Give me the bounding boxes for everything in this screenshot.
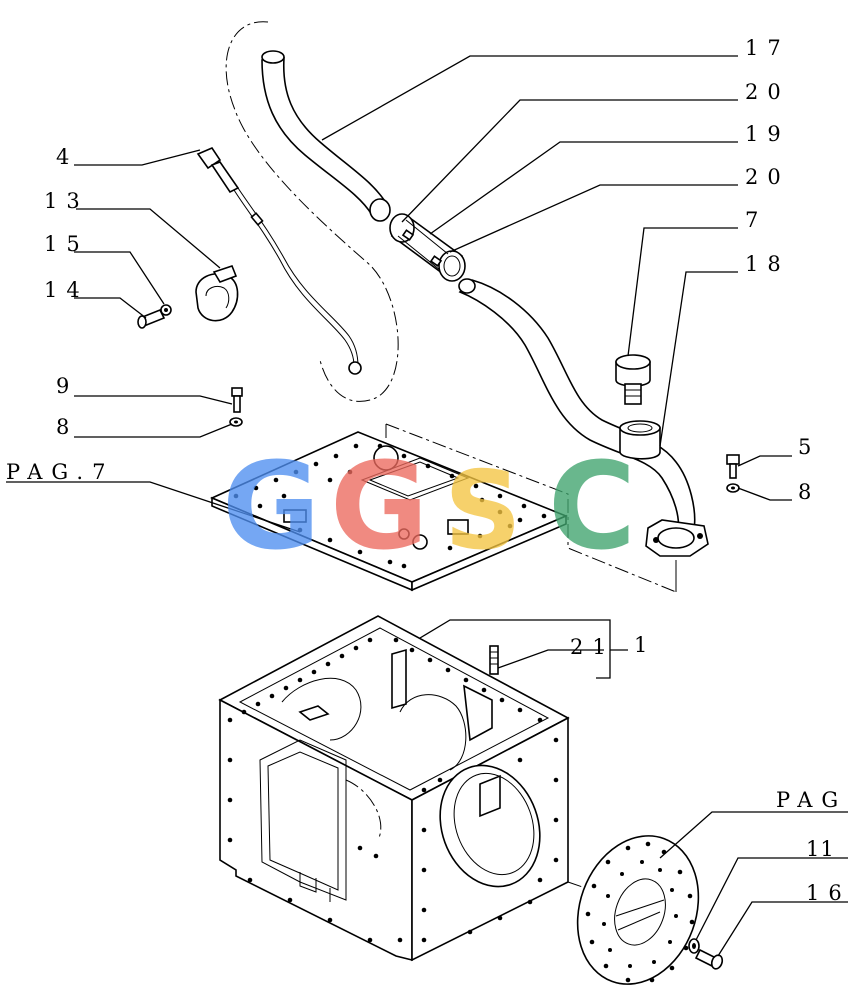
washer-8b bbox=[726, 483, 740, 493]
callout-20b: 20 bbox=[745, 165, 790, 189]
coupling-19-20 bbox=[389, 213, 466, 282]
callout-pag-7: PAG.7 bbox=[6, 460, 114, 484]
callout-21: 21 bbox=[570, 635, 615, 659]
transmission-housing-1 bbox=[218, 615, 621, 962]
cover-plate bbox=[209, 431, 569, 592]
callout-1: 1 bbox=[634, 633, 656, 657]
screw-9 bbox=[231, 387, 243, 413]
dipstick-4 bbox=[196, 147, 362, 375]
screw-5 bbox=[726, 454, 740, 479]
washer-8a bbox=[229, 417, 243, 427]
washer-11 bbox=[688, 938, 700, 954]
stud-21 bbox=[489, 645, 499, 675]
callout-15: 15 bbox=[44, 232, 89, 256]
watermark-letter-1: G bbox=[222, 438, 321, 577]
ggsc-watermark: G G S C bbox=[222, 438, 636, 577]
callout-pag: PAG bbox=[776, 788, 847, 812]
watermark-letter-3: S bbox=[444, 449, 522, 574]
leader-lines bbox=[6, 55, 848, 957]
plug-7 bbox=[615, 354, 651, 405]
callout-14: 14 bbox=[44, 278, 89, 302]
callout-4: 4 bbox=[56, 145, 78, 169]
callout-11: 11 bbox=[806, 837, 835, 861]
callout-13: 13 bbox=[44, 189, 89, 213]
callout-19: 19 bbox=[745, 122, 790, 146]
hose-17 bbox=[261, 50, 391, 222]
hose-18 bbox=[458, 278, 709, 557]
callout-8a: 8 bbox=[56, 415, 78, 439]
watermark-letter-4: C bbox=[548, 438, 636, 577]
callout-9: 9 bbox=[56, 374, 78, 398]
callout-5: 5 bbox=[798, 435, 820, 459]
brake-disc-cover bbox=[576, 835, 700, 985]
callout-20a: 20 bbox=[745, 80, 790, 104]
callout-18: 18 bbox=[745, 252, 790, 276]
dashed-routing-outline bbox=[225, 21, 399, 402]
clamp-13 bbox=[195, 265, 239, 322]
callout-labels: 17 20 19 20 7 18 4 13 15 14 9 8 PAG.7 5 … bbox=[6, 36, 851, 905]
screw-16 bbox=[694, 948, 724, 970]
watermark-letter-2: G bbox=[330, 438, 429, 577]
callout-8b: 8 bbox=[798, 480, 820, 504]
callout-16: 16 bbox=[806, 881, 851, 905]
callout-17: 17 bbox=[745, 36, 790, 60]
dashed-box-outline bbox=[385, 423, 677, 593]
screw-14 bbox=[137, 308, 166, 329]
callout-7: 7 bbox=[745, 208, 767, 232]
washer-15 bbox=[160, 304, 172, 316]
